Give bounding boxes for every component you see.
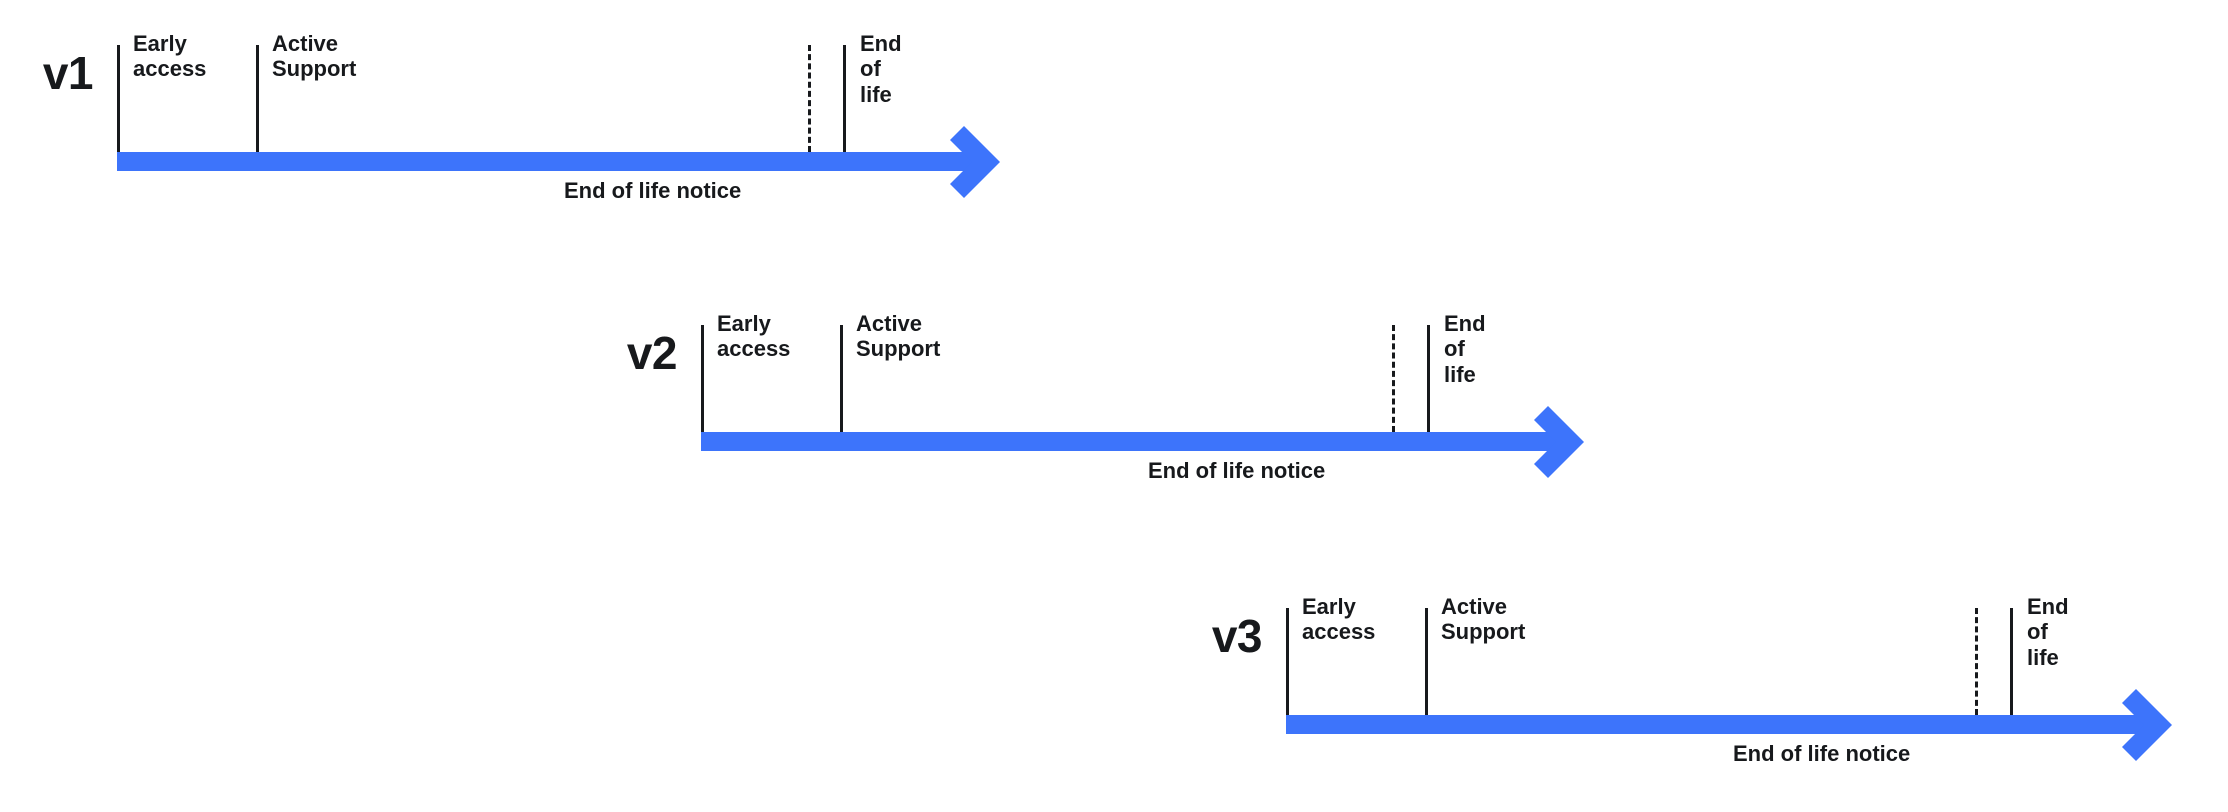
divider-end-of-life: [843, 45, 846, 152]
timeline-arrow-shaft: [1286, 715, 2150, 734]
phase-label-end-of-life: End of life: [1444, 311, 1486, 387]
divider-active-support: [256, 45, 259, 152]
timeline-arrow-head-icon: [948, 124, 1018, 200]
divider-start: [701, 325, 704, 432]
divider-end-of-life: [1427, 325, 1430, 432]
phase-label-early-access: Early access: [1302, 594, 1376, 645]
phase-label-early-access: Early access: [717, 311, 791, 362]
version-label-v1: v1: [42, 47, 94, 99]
end-of-life-notice-label: End of life notice: [1733, 741, 1911, 766]
timeline-arrow-shaft: [701, 432, 1562, 451]
divider-end-of-life: [2010, 608, 2013, 715]
timeline-arrow-head-icon: [1532, 404, 1602, 480]
timeline-arrow-head-icon: [2120, 687, 2190, 763]
phase-label-end-of-life: End of life: [2027, 594, 2069, 670]
timeline-arrow-shaft: [117, 152, 978, 171]
phase-label-active-support: Active Support: [272, 31, 357, 82]
divider-start: [117, 45, 120, 152]
divider-active-support: [840, 325, 843, 432]
divider-start: [1286, 608, 1289, 715]
divider-end-of-life-notice-dashed: [808, 45, 811, 152]
version-label-v2: v2: [626, 327, 678, 379]
divider-active-support: [1425, 608, 1428, 715]
version-label-v3: v3: [1211, 610, 1263, 662]
phase-label-early-access: Early access: [133, 31, 207, 82]
divider-end-of-life-notice-dashed: [1392, 325, 1395, 432]
phase-label-end-of-life: End of life: [860, 31, 902, 107]
end-of-life-notice-label: End of life notice: [1148, 458, 1326, 483]
phase-label-active-support: Active Support: [1441, 594, 1526, 645]
end-of-life-notice-label: End of life notice: [564, 178, 742, 203]
divider-end-of-life-notice-dashed: [1975, 608, 1978, 715]
phase-label-active-support: Active Support: [856, 311, 941, 362]
